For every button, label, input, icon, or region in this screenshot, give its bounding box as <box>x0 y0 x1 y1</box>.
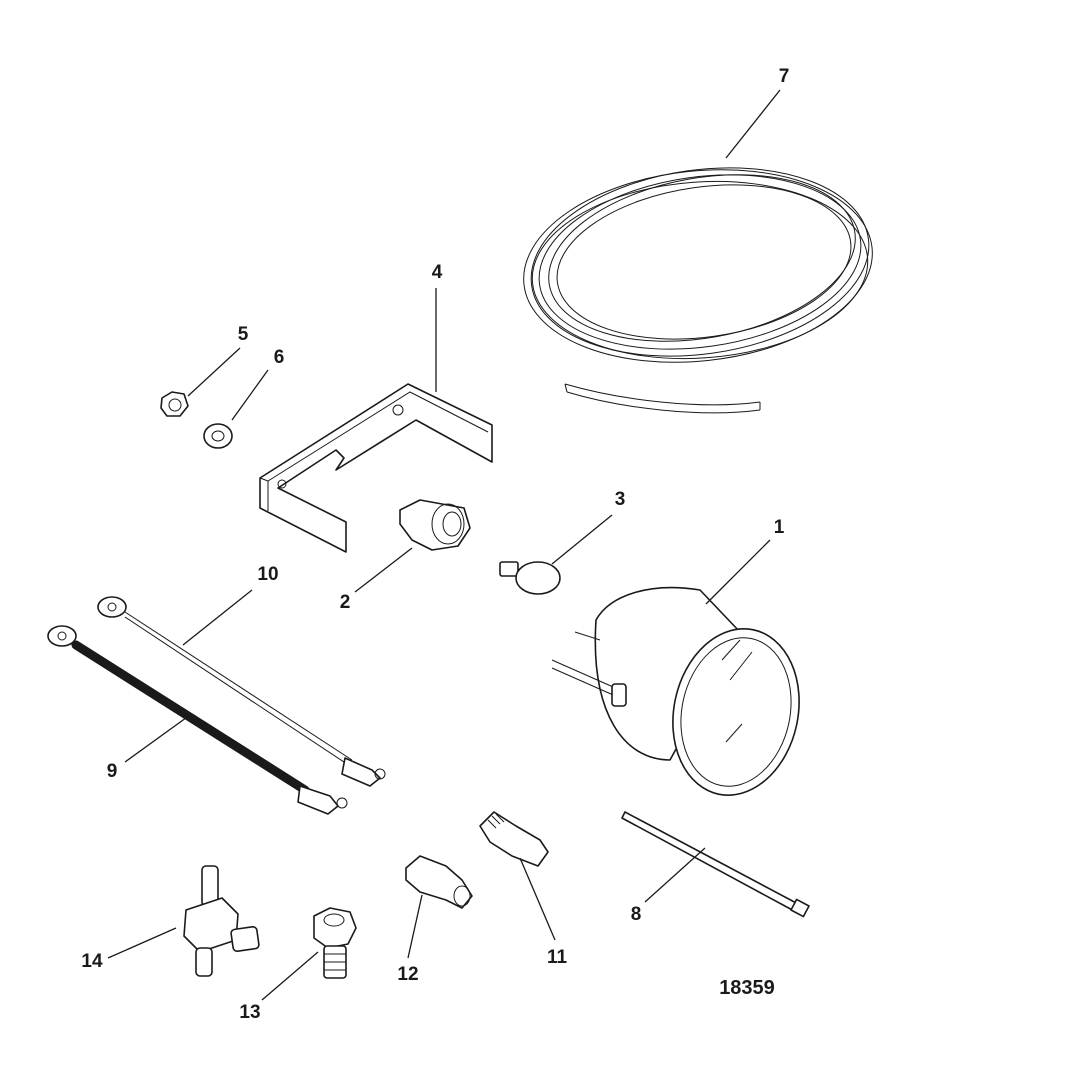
leader-lines <box>107 89 781 1001</box>
nut <box>160 391 189 417</box>
gauge <box>551 586 800 796</box>
callout-1: 1 <box>774 517 785 538</box>
fitting-11 <box>479 811 549 867</box>
callout-10: 10 <box>257 564 278 585</box>
fitting-12 <box>405 855 473 909</box>
callout-5: 5 <box>238 324 249 345</box>
callout-12: 12 <box>397 964 418 985</box>
hose-coil <box>523 167 873 414</box>
fitting-13 <box>313 907 357 979</box>
mounting-bracket <box>259 383 493 553</box>
callout-6: 6 <box>274 347 285 368</box>
tee-fitting <box>183 865 260 977</box>
callout-8: 8 <box>631 904 642 925</box>
callout-9: 9 <box>107 761 118 782</box>
ground-lead-thick <box>47 625 348 815</box>
cable-tie <box>621 811 810 918</box>
ground-lead-thin <box>97 596 386 787</box>
callout-2: 2 <box>340 592 351 613</box>
callout-4: 4 <box>432 262 443 283</box>
callout-14: 14 <box>81 951 103 972</box>
lamp-socket <box>399 499 471 551</box>
lock-washer <box>203 423 233 449</box>
callout-labels: 1 2 3 4 5 6 7 8 9 10 11 12 13 14 <box>81 66 789 1023</box>
callout-7: 7 <box>779 66 790 87</box>
callout-3: 3 <box>615 489 626 510</box>
callout-11: 11 <box>547 947 568 968</box>
figure-number: 18359 <box>719 977 775 999</box>
callout-13: 13 <box>239 1002 260 1023</box>
lamp-bulb <box>499 561 561 595</box>
